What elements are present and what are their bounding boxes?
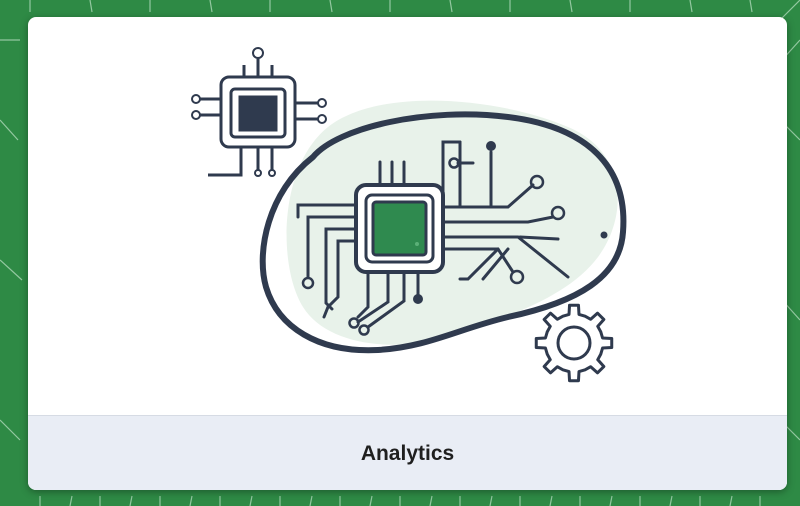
analytics-card[interactable]: Analytics: [28, 17, 787, 490]
card-footer: Analytics: [28, 415, 787, 490]
gear-icon: [534, 303, 614, 383]
card-title: Analytics: [360, 441, 455, 465]
central-chip-icon: [354, 183, 445, 274]
circuit-traces: [296, 140, 570, 336]
brain-outline: [259, 111, 627, 354]
brain-circuit-illustration: [191, 47, 627, 383]
small-chip-icon: [191, 47, 327, 177]
